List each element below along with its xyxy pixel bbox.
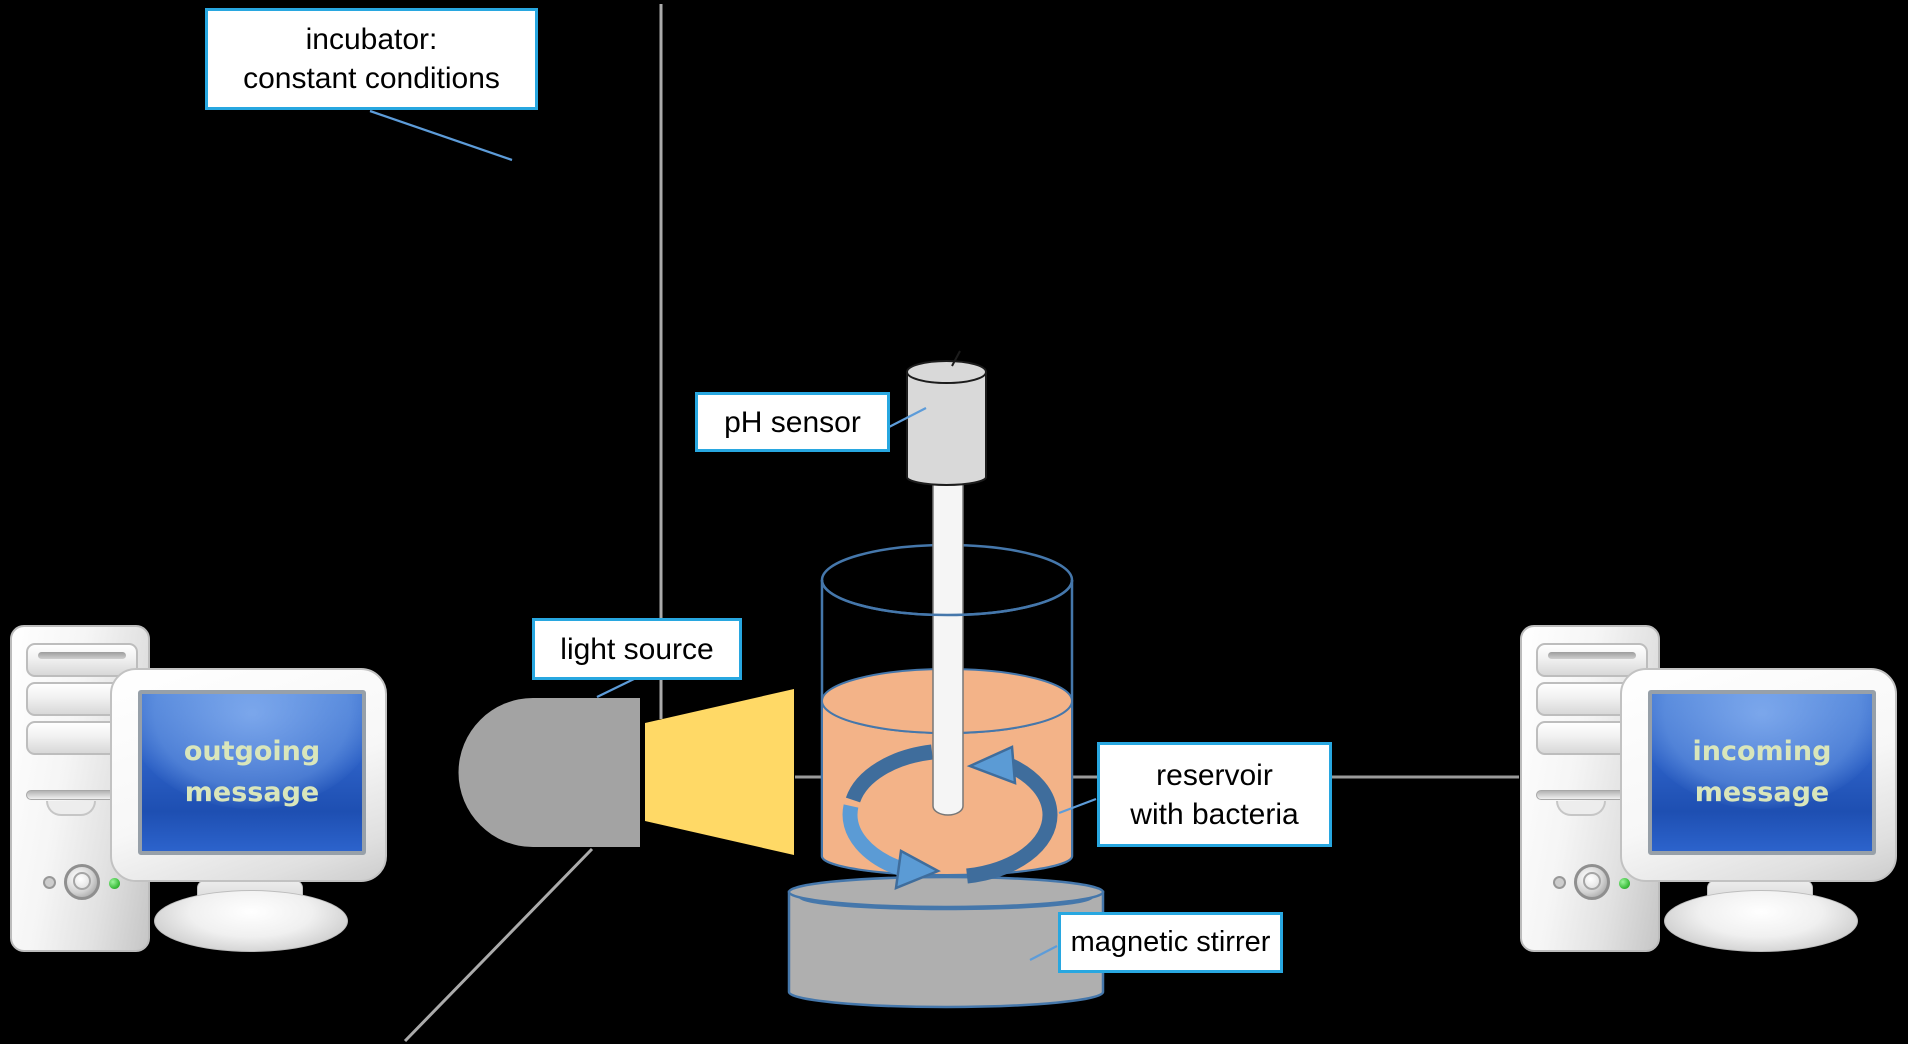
reset-button [43, 876, 56, 889]
monitor-base [154, 890, 348, 952]
light-beam [645, 689, 794, 855]
screen-outgoing: outgoing message [138, 690, 366, 855]
label-reservoir: reservoir with bacteria [1097, 742, 1332, 847]
computer-right: incoming message [1518, 622, 1900, 956]
stir-arrowhead-bottom [894, 849, 941, 890]
glass-vessel-front-rim [820, 579, 1074, 617]
incubator-diagonal-line [403, 847, 594, 1043]
label-incubator-line2: constant conditions [243, 62, 500, 95]
label-incubator-line1: incubator: [305, 23, 438, 56]
label-reservoir-line1: reservoir [1156, 758, 1273, 792]
drive-bay [26, 643, 138, 677]
leader-reservoir [1058, 797, 1097, 815]
drive-bay [1536, 643, 1648, 677]
monitor-base [1664, 890, 1858, 952]
power-button [1574, 864, 1610, 900]
cd-slot-notch [46, 801, 96, 816]
cd-slot-notch [1556, 801, 1606, 816]
monitor: incoming message [1620, 668, 1897, 882]
screen-incoming: incoming message [1648, 690, 1876, 855]
monitor: outgoing message [110, 668, 387, 882]
power-led [1619, 878, 1630, 889]
stir-arrowhead-top [966, 745, 1017, 785]
screen-gloss [142, 694, 362, 809]
magnetic-stirrer-shape [787, 875, 1105, 1009]
leader-incubator [369, 109, 513, 162]
screen-text: message [1694, 776, 1830, 808]
screen-gloss [1652, 694, 1872, 809]
light-source-shape [458, 698, 640, 847]
screen-text: message [184, 776, 320, 808]
screen-text: outgoing [183, 736, 321, 767]
power-button [64, 864, 100, 900]
label-incubator: incubator: constant conditions [205, 8, 538, 110]
leader-magnetic-stirrer [1029, 945, 1058, 961]
screen-text: incoming [1692, 736, 1832, 767]
computer-left: outgoing message [8, 622, 390, 956]
label-magnetic-stirrer: magnetic stirrer [1058, 912, 1283, 973]
reset-button [1553, 876, 1566, 889]
sensor-rod [932, 449, 964, 816]
ph-sensor-shape [906, 350, 987, 486]
leader-light-source [596, 677, 635, 699]
label-ph-sensor: pH sensor [695, 392, 890, 452]
leader-ph-sensor [888, 406, 927, 429]
label-light-source: light source [532, 618, 742, 680]
power-led [109, 878, 120, 889]
stir-rotation-arrows [842, 744, 1058, 890]
label-reservoir-line2: with bacteria [1130, 797, 1299, 831]
